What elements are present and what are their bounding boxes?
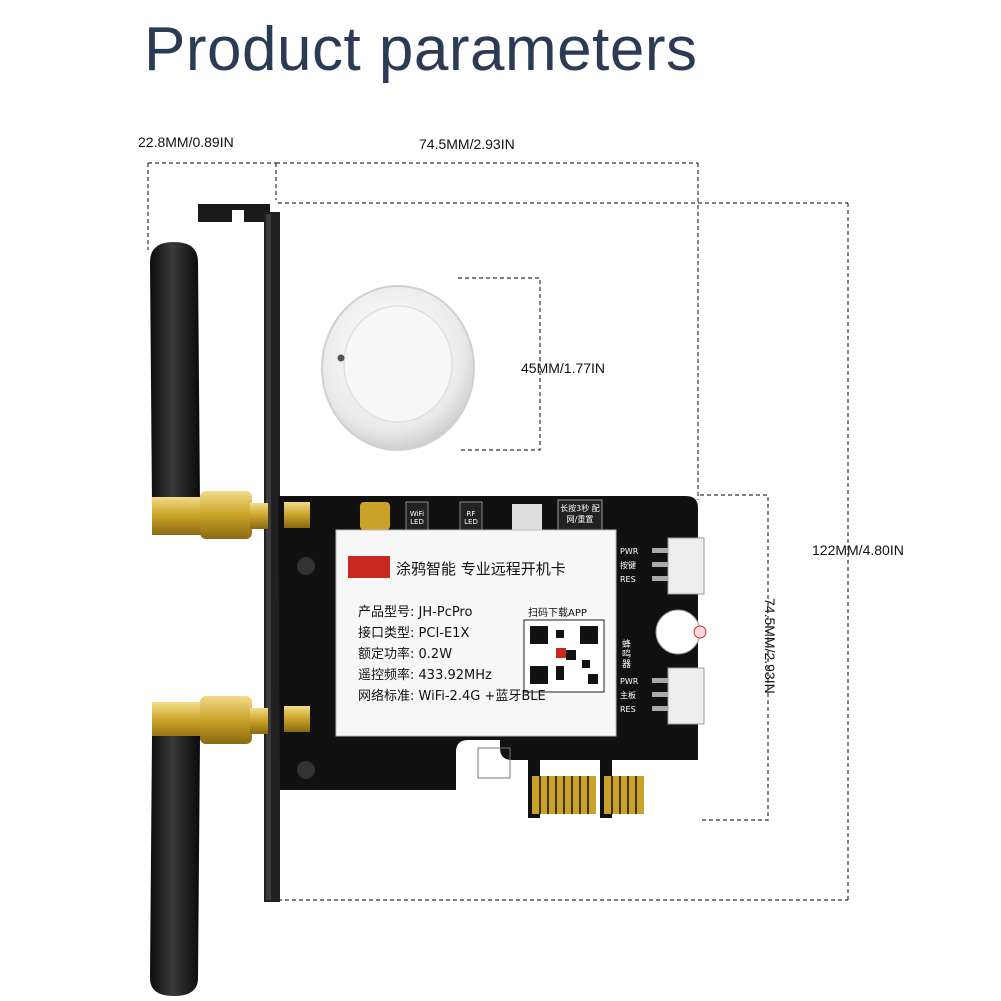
page-title: Product parameters [144,15,698,84]
rf-led-label: RF LED [464,510,478,526]
antenna-top [150,242,268,539]
reset-button-label: 长按3秒 配网/重置 [560,504,600,524]
spec-row: 遥控频率: 433.92MHz [358,668,492,683]
connector-headers [652,537,705,725]
wifi-led-label: WiFi LED [409,510,425,526]
bracket-height-label: 122MM/4.80IN [812,542,904,558]
spec-row: 网络标准: WiFi-2.4G +蓝牙BLE [358,689,546,704]
spec-row: 额定功率: 0.2W [358,647,453,662]
remote-diameter-label: 45MM/1.77IN [521,360,606,376]
spec-list: 产品型号: JH-PcPro 接口类型: PCI-E1X 额定功率: 0.2W … [358,602,546,707]
bracket [198,204,280,902]
spec-row: 接口类型: PCI-E1X [358,626,470,641]
dimension-lines [147,162,849,901]
remote-button [321,285,475,451]
qr-caption: 扫码下载APP [528,608,587,619]
antenna-bottom [150,696,268,996]
bracket-depth-label: 22.8MM/0.89IN [138,134,234,150]
buzzer-label: 蜂鸣器 [622,640,632,670]
spec-row: 产品型号: JH-PcPro [358,605,473,620]
spec-label [335,529,617,737]
label-heading: 涂鸦智能 专业远程开机卡 [396,560,566,578]
card-width-label: 74.5MM/2.93IN [419,136,515,152]
